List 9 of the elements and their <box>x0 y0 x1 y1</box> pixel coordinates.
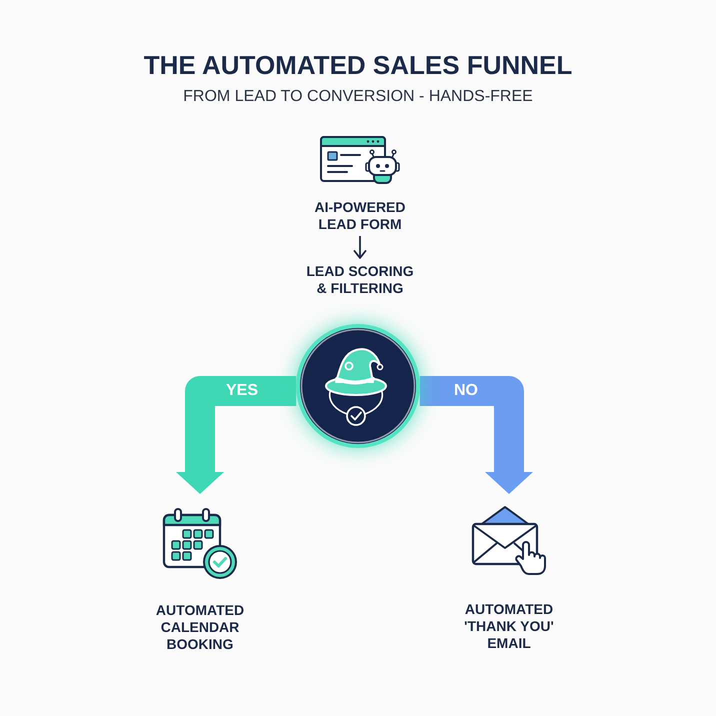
arrow <box>354 236 366 259</box>
subtitle: FROM LEAD TO CONVERSION - HANDS-FREE <box>183 87 533 106</box>
step-label: AUTOMATED CALENDAR BOOKING <box>154 602 246 653</box>
step-label: LEAD SCORING & FILTERING <box>305 263 415 297</box>
step-label: AUTOMATED 'THANK YOU' EMAIL <box>463 601 555 652</box>
step-label: AI-POWERED LEAD FORM <box>314 199 406 233</box>
edge-label: NO <box>454 382 478 400</box>
title: THE AUTOMATED SALES FUNNEL <box>144 50 572 80</box>
edge-label: YES <box>226 382 258 400</box>
